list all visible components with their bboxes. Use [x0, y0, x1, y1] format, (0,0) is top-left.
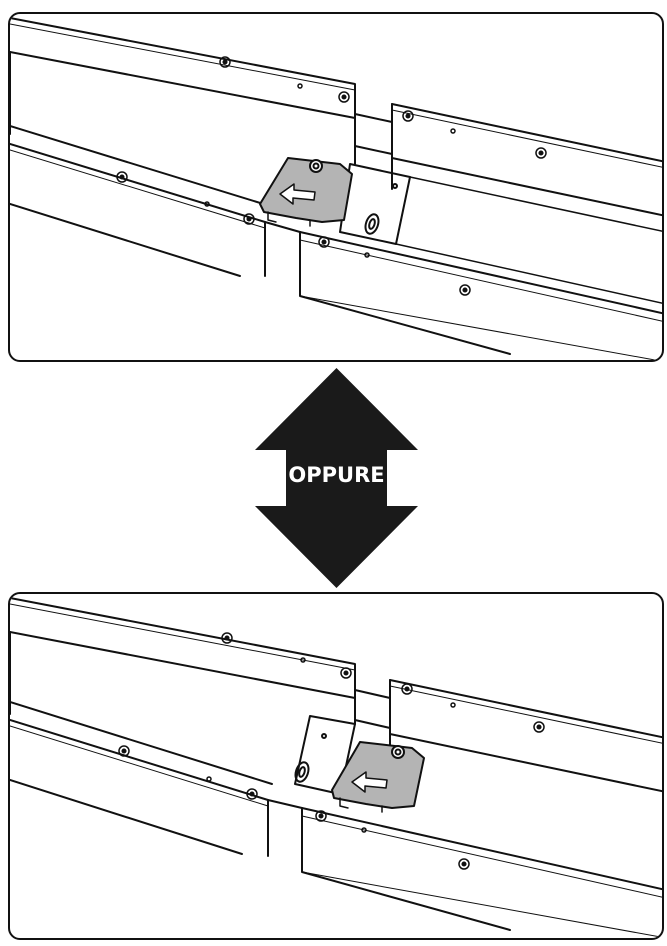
front-beam-right [301, 807, 662, 938]
screws [118, 632, 545, 870]
rear-joint-plate [354, 113, 393, 155]
beam-assembly-illustration-top [10, 17, 662, 360]
top-panel-bracket-left [8, 12, 664, 362]
front-beam-right [299, 231, 662, 360]
rear-beam-left [10, 597, 356, 725]
screws [116, 56, 547, 296]
rear-beam-right [391, 103, 662, 217]
left-arrow-icon [351, 771, 388, 793]
mounting-bracket [331, 741, 425, 813]
rear-joint-plate [354, 689, 391, 729]
alternative-label: OPPURE [288, 463, 385, 487]
beam-assembly-illustration-bottom [10, 597, 662, 938]
front-beam-left [10, 701, 303, 867]
double-arrow-vertical-icon [255, 368, 418, 588]
left-arrow-icon [279, 183, 316, 205]
front-beam-left [10, 125, 301, 290]
rear-beam-left [10, 17, 356, 165]
mounting-bracket [259, 157, 353, 227]
bottom-panel-bracket-right [8, 592, 664, 940]
center-channel-plate [339, 163, 662, 304]
rear-beam-right [389, 679, 662, 793]
